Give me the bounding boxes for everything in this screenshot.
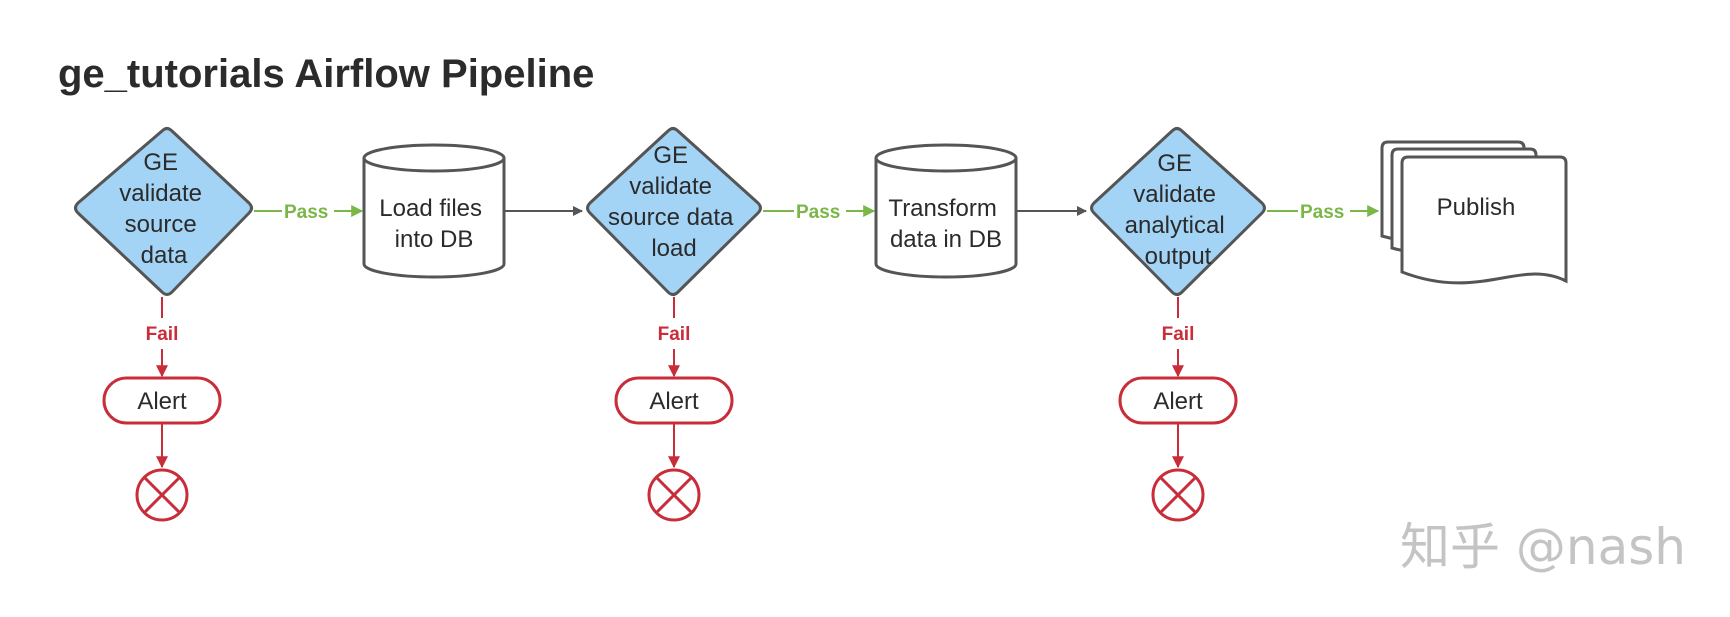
fail-label: Fail xyxy=(658,324,691,345)
database-label: Transform data in DB xyxy=(888,195,1003,253)
alert-label: Alert xyxy=(137,388,187,415)
pass-edge: Pass xyxy=(254,202,364,223)
alert-label: Alert xyxy=(1153,388,1203,415)
database-load-files: Load files into DB xyxy=(362,143,506,279)
publish-documents: Publish xyxy=(1380,140,1568,285)
pass-edge: Pass xyxy=(1267,202,1380,223)
fail-branch: Fail Alert xyxy=(614,297,734,522)
fail-branch: Fail Alert xyxy=(102,297,222,522)
alert-label: Alert xyxy=(649,388,699,415)
pass-label: Pass xyxy=(1300,202,1344,223)
fail-branch: Fail Alert xyxy=(1118,297,1238,522)
decision-label: GE validate source data load xyxy=(608,142,740,262)
decision-label: GE validate analytical output xyxy=(1125,150,1232,270)
pass-label: Pass xyxy=(796,202,840,223)
pass-label: Pass xyxy=(284,202,328,223)
decision-validate-source-data: GE validate source data xyxy=(74,127,253,296)
stop-icon xyxy=(1151,468,1205,522)
fail-label: Fail xyxy=(1162,324,1195,345)
fail-label: Fail xyxy=(146,324,179,345)
publish-label: Publish xyxy=(1437,194,1516,221)
decision-validate-source-data-load: GE validate source data load xyxy=(586,127,762,296)
watermark: 知乎 @nash xyxy=(1400,518,1686,576)
database-transform: Transform data in DB xyxy=(874,143,1018,279)
diagram-title: ge_tutorials Airflow Pipeline xyxy=(58,52,594,96)
stop-icon xyxy=(135,468,189,522)
database-label: Load files into DB xyxy=(379,195,488,253)
decision-validate-analytical-output: GE validate analytical output xyxy=(1090,127,1266,296)
stop-icon xyxy=(647,468,701,522)
pass-edge: Pass xyxy=(763,202,876,223)
decision-label: GE validate source data xyxy=(119,149,208,269)
